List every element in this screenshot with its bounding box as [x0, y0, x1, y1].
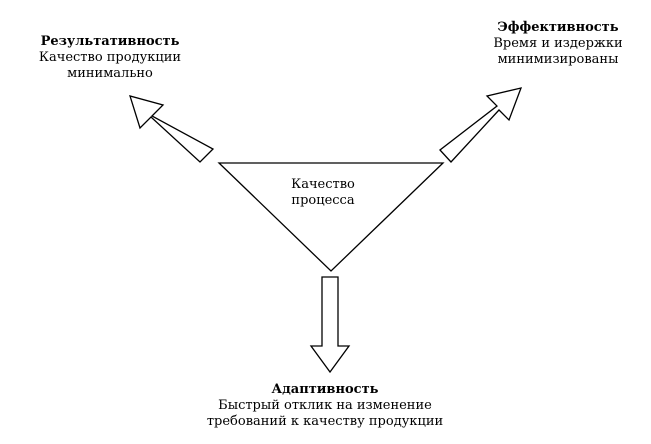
result-title: Результативность	[40, 34, 180, 49]
process-quality-label: Качество процесса	[262, 177, 384, 209]
adaptability-line-1: Быстрый отклик на изменение	[218, 398, 432, 413]
arrow-top-right	[439, 87, 523, 163]
adaptability-line-2: требований к качеству продукции	[206, 414, 444, 429]
efficiency-line-1: Время и издержки	[493, 36, 623, 51]
center-line-2: процесса	[291, 193, 355, 208]
process-triangle	[217, 162, 445, 272]
center-line-1: Качество	[291, 177, 355, 192]
efficiency-label: Эффективность Время и издержки минимизир…	[468, 20, 648, 68]
adaptability-label: Адаптивность Быстрый отклик на изменение…	[185, 382, 465, 430]
result-line-1: Качество продукции	[38, 50, 182, 65]
efficiency-title: Эффективность	[497, 20, 619, 35]
adaptability-title: Адаптивность	[271, 382, 379, 397]
result-line-2: минимально	[67, 66, 153, 81]
arrow-top-left	[129, 95, 215, 163]
effectiveness-result-label: Результативность Качество продукции мини…	[20, 34, 200, 82]
arrow-down	[309, 276, 351, 374]
efficiency-line-2: минимизированы	[497, 52, 619, 67]
